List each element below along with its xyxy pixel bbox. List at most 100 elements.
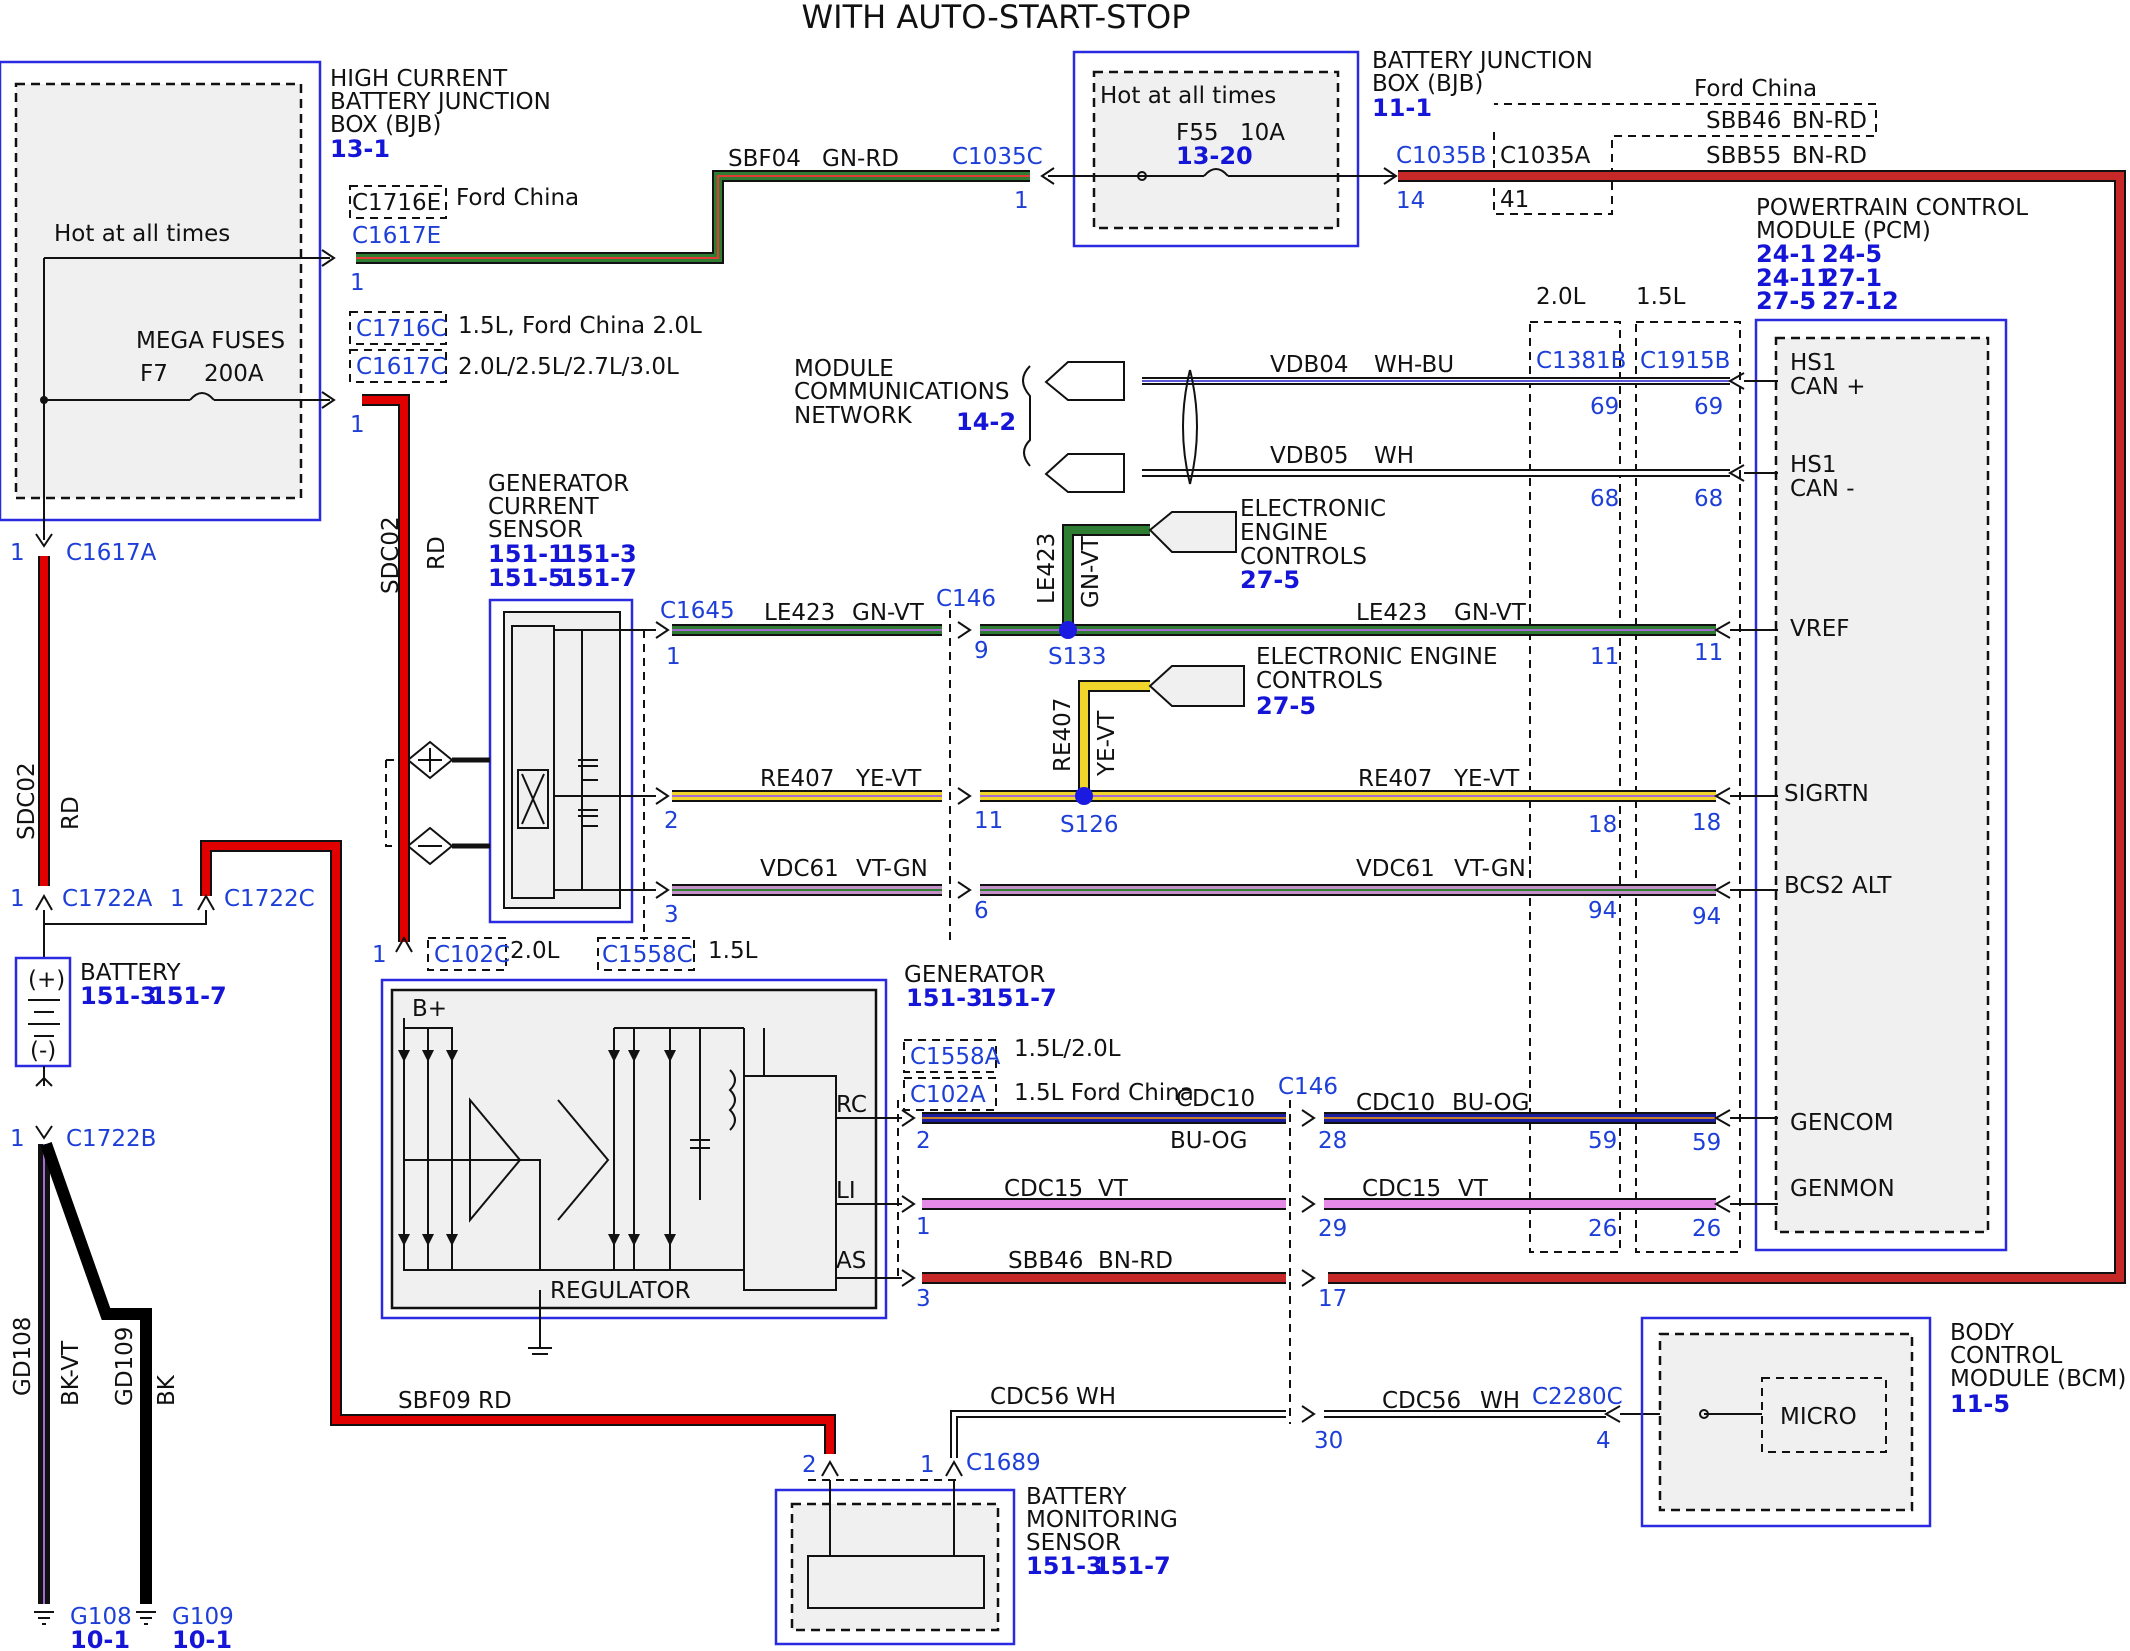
- wire-sdc02-color-left: RD: [58, 796, 84, 830]
- wire-cdc10-circuit-a: CDC10: [1176, 1086, 1255, 1112]
- battery-ref-2: 151-7: [150, 982, 227, 1010]
- bms-ref-2: 151-7: [1094, 1552, 1171, 1580]
- wire-cdc15-circuit-b: CDC15: [1362, 1176, 1441, 1202]
- wire-re407-circuit-a: RE407: [760, 766, 834, 792]
- pcm-pin-gencom: GENCOM: [1790, 1110, 1894, 1136]
- fuse-f55-ref: 13-20: [1176, 142, 1253, 170]
- ground-g109-icon: [136, 1611, 156, 1625]
- pin-c146-28: 28: [1318, 1128, 1347, 1154]
- gcs-ref-4: 151-7: [560, 564, 637, 592]
- generator-rc: RC: [836, 1092, 867, 1118]
- hcbjb-name-1: HIGH CURRENT: [330, 66, 508, 92]
- battery-minus: (-): [30, 1038, 56, 1064]
- wire-sbb46-color-top: BN-RD: [1792, 108, 1867, 134]
- generator-ref-1: 151-3: [906, 984, 983, 1012]
- pin-c1915b-69: 69: [1694, 394, 1723, 420]
- pin-c102a-2: 2: [916, 1128, 931, 1154]
- conn-c1381b: C1381B: [1536, 348, 1626, 374]
- wire-vdc61-circuit-a: VDC61: [760, 856, 839, 882]
- pin-c146-17: 17: [1318, 1286, 1347, 1312]
- pin-c2280c-4: 4: [1596, 1428, 1611, 1454]
- bjb-name-2: BOX (BJB): [1372, 71, 1483, 97]
- stator-winding-icon: [469, 1097, 610, 1223]
- wire-cdc15-color-b: VT: [1458, 1176, 1489, 1202]
- conn-c1689: C1689: [966, 1450, 1041, 1476]
- pin-c1689-2: 2: [802, 1452, 817, 1478]
- bjb-hot-label: Hot at all times: [1100, 83, 1276, 109]
- high-current-bjb: HIGH CURRENT BATTERY JUNCTION BOX (BJB) …: [0, 60, 551, 540]
- twisted-pair-icon: [1182, 369, 1198, 485]
- fuse-f55-icon: [1203, 168, 1229, 177]
- hcbjb-name-3: BOX (BJB): [330, 112, 441, 138]
- pin-c1381b-68: 68: [1590, 486, 1619, 512]
- battery-monitoring-sensor: 2 1 C1689 BATTERY MONITORING SENSOR 151-…: [774, 1450, 1178, 1646]
- splice-s126: S126: [1060, 812, 1119, 838]
- pin-c1645-1: 1: [666, 644, 681, 670]
- body-control-module: MICRO BODY CONTROL MODULE (BCM) 11-5: [1640, 1316, 2126, 1528]
- pin-c1722b-1: 1: [10, 1126, 25, 1152]
- pin-c146-30: 30: [1314, 1428, 1343, 1454]
- conn-c1722c: C1722C: [224, 886, 315, 912]
- connector-shape-icon: [1044, 361, 1125, 401]
- pcm-ref-5: 27-5: [1756, 287, 1816, 315]
- gcs-name-1: GENERATOR: [488, 471, 629, 497]
- wire-le423-circuit-b: LE423: [1356, 600, 1427, 626]
- pin-c1915b-94: 94: [1692, 904, 1721, 930]
- wire-le423-color-a: GN-VT: [852, 600, 925, 626]
- wire-re407-color-a: YE-VT: [855, 766, 922, 792]
- wire-cdc56-circuit-a: CDC56: [990, 1384, 1069, 1410]
- pin-c1035b-14: 14: [1396, 188, 1425, 214]
- wire-vdb05-circuit: VDB05: [1270, 443, 1349, 469]
- generator-ref-2: 151-7: [980, 984, 1057, 1012]
- conn-c1915b: C1915B: [1640, 348, 1730, 374]
- conn-c1617c: C1617C: [356, 354, 447, 380]
- wire-cdc56-color-b: WH: [1480, 1388, 1520, 1414]
- pin-c1617c-1: 1: [350, 412, 365, 438]
- generator-li: LI: [836, 1178, 856, 1204]
- splice-s126-icon: [1075, 787, 1093, 805]
- conn-c146-b: C146: [1278, 1074, 1338, 1100]
- bcm-name-1: BODY: [1950, 1320, 2015, 1346]
- pcm-pin-hs1-b: HS1: [1790, 452, 1837, 478]
- wire-re407-color-b: YE-VT: [1453, 766, 1520, 792]
- bcm-ref: 11-5: [1950, 1390, 2010, 1418]
- splice-s133-icon: [1059, 621, 1077, 639]
- conn-c1716c: C1716C: [356, 316, 447, 342]
- bjb-ref: 11-1: [1372, 94, 1432, 122]
- pin-c102a-3: 3: [916, 1286, 931, 1312]
- mcn-name-2: COMMUNICATIONS: [794, 379, 1009, 405]
- pin-c146-29: 29: [1318, 1216, 1347, 1242]
- capacitor-icon: [690, 1139, 710, 1149]
- pin-c1722a-1: 1: [10, 886, 25, 912]
- wire-sbb46-circuit-top: SBB46: [1706, 108, 1781, 134]
- pcm-pin-bcs2-alt: BCS2 ALT: [1784, 873, 1892, 899]
- bcm-micro: MICRO: [1780, 1404, 1857, 1430]
- pin-c146-9: 9: [974, 638, 989, 664]
- fuse-f55-id: F55: [1176, 120, 1219, 146]
- wire-gd108-circuit: GD108: [10, 1317, 36, 1396]
- wire-sbb46-circuit-bottom: SBB46: [1008, 1248, 1083, 1274]
- gcs-ref-1: 151-1: [488, 540, 565, 568]
- conn-c1558a: C1558A: [910, 1044, 1001, 1070]
- wire-le423-circuit-v: LE423: [1034, 533, 1060, 604]
- pcm-pin-vref: VREF: [1790, 616, 1849, 642]
- ground-g109-ref: 10-1: [172, 1626, 232, 1651]
- pin-c1915b-11: 11: [1694, 640, 1723, 666]
- powertrain-control-module: POWERTRAIN CONTROL MODULE (PCM) 24-1 24-…: [1754, 195, 2028, 1252]
- conn-c1645: C1645: [660, 598, 735, 624]
- pin-c1617a-1: 1: [10, 540, 25, 566]
- hcbjb-name-2: BATTERY JUNCTION: [330, 89, 551, 115]
- wire-sbf09-color: RD: [478, 1388, 512, 1414]
- brace-icon: [1022, 365, 1031, 467]
- eec1-connector-icon: [1148, 511, 1237, 553]
- wire-cdc56-circuit-b: CDC56: [1382, 1388, 1461, 1414]
- wire-cdc56-color-a: WH: [1076, 1384, 1116, 1410]
- wire-vdb04-color: WH-BU: [1374, 352, 1454, 378]
- gcs-name-2: CURRENT: [488, 494, 600, 520]
- generator-regulator: REGULATOR: [550, 1278, 691, 1304]
- battery-icon: [28, 999, 60, 1037]
- bcm-name-3: MODULE (BCM): [1950, 1366, 2126, 1392]
- ground-g108-ref: 10-1: [70, 1626, 130, 1651]
- conn-c102c: C102C: [434, 942, 510, 968]
- wire-cdc10-circuit-b: CDC10: [1356, 1090, 1435, 1116]
